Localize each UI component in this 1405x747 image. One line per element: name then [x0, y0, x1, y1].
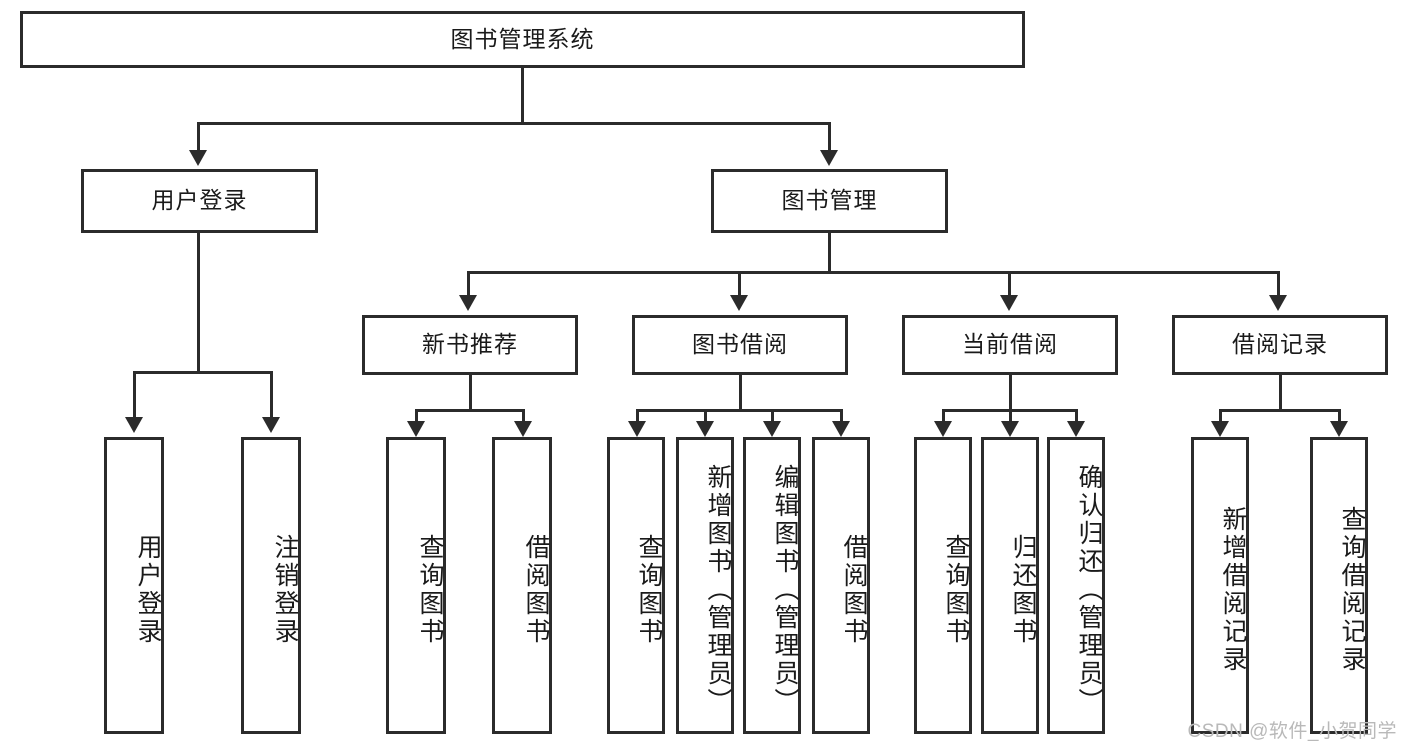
- connector-bm-drop-2: [738, 271, 741, 295]
- node-root[interactable]: 图书管理系统: [20, 11, 1025, 68]
- node-user-login[interactable]: 用户登录: [81, 169, 318, 233]
- leaf-borrow-book-2[interactable]: 借阅图书: [812, 437, 870, 734]
- connector-cb-drop-1: [942, 409, 945, 421]
- connector-cb-drop-3: [1075, 409, 1078, 421]
- arrowhead-leaf-query-book-2: [628, 421, 646, 437]
- connector-nbr-drop-2: [522, 409, 525, 421]
- connector-bb-stem: [739, 375, 742, 409]
- leaf-borrow-book-1-label: 借阅图书: [522, 533, 550, 646]
- connector-bb-drop-3: [771, 409, 774, 421]
- arrowhead-leaf-confirm-return: [1067, 421, 1085, 437]
- node-current-borrow-label: 当前借阅: [962, 331, 1058, 358]
- connector-bb-bus: [636, 409, 843, 412]
- arrowhead-leaf-add-book: [696, 421, 714, 437]
- connector-user-login-drop-1: [133, 371, 136, 417]
- connector-bb-drop-1: [636, 409, 639, 421]
- leaf-query-book-2-label: 查询图书: [635, 533, 663, 646]
- arrowhead-leaf-add-record: [1211, 421, 1229, 437]
- node-borrow-record[interactable]: 借阅记录: [1172, 315, 1388, 375]
- leaf-query-book-3[interactable]: 查询图书: [914, 437, 972, 734]
- connector-user-login-drop-2: [270, 371, 273, 417]
- connector-bb-drop-4: [840, 409, 843, 421]
- arrowhead-leaf-borrow-book-1: [514, 421, 532, 437]
- arrowhead-leaf-edit-book: [763, 421, 781, 437]
- arrowhead-book-manage: [820, 150, 838, 166]
- connector-root-bus: [197, 122, 831, 125]
- leaf-confirm-return-label: 确认归还（管理员）: [1075, 463, 1103, 716]
- leaf-edit-book[interactable]: 编辑图书（管理员）: [743, 437, 801, 734]
- leaf-add-book[interactable]: 新增图书（管理员）: [676, 437, 734, 734]
- arrowhead-current-borrow: [1000, 295, 1018, 311]
- arrowhead-leaf-query-record: [1330, 421, 1348, 437]
- connector-cb-stem: [1009, 375, 1012, 409]
- connector-book-manage-stem: [828, 233, 831, 271]
- connector-bb-drop-2: [704, 409, 707, 421]
- node-current-borrow[interactable]: 当前借阅: [902, 315, 1118, 375]
- connector-root-to-book-manage: [828, 122, 831, 150]
- arrowhead-user-login: [189, 150, 207, 166]
- connector-bm-drop-1: [467, 271, 470, 295]
- leaf-borrow-book-1[interactable]: 借阅图书: [492, 437, 552, 734]
- node-book-borrow[interactable]: 图书借阅: [632, 315, 848, 375]
- connector-cb-drop-2: [1009, 409, 1012, 421]
- arrowhead-leaf-user-logout: [262, 417, 280, 433]
- node-new-book-recommend-label: 新书推荐: [422, 331, 518, 358]
- arrowhead-borrow-record: [1269, 295, 1287, 311]
- connector-bm-drop-4: [1277, 271, 1280, 295]
- connector-user-login-bus: [133, 371, 272, 374]
- node-user-login-label: 用户登录: [151, 187, 248, 214]
- leaf-add-book-label: 新增图书（管理员）: [704, 463, 732, 716]
- leaf-user-login[interactable]: 用户登录: [104, 437, 164, 734]
- connector-br-stem: [1279, 375, 1282, 409]
- leaf-user-logout[interactable]: 注销登录: [241, 437, 301, 734]
- node-book-manage-label: 图书管理: [781, 187, 878, 214]
- arrowhead-new-book-recommend: [459, 295, 477, 311]
- connector-nbr-bus: [415, 409, 525, 412]
- leaf-user-login-label: 用户登录: [134, 533, 162, 646]
- node-book-manage[interactable]: 图书管理: [711, 169, 948, 233]
- leaf-add-record-label: 新增借阅记录: [1219, 505, 1247, 674]
- node-book-borrow-label: 图书借阅: [692, 331, 788, 358]
- leaf-query-record[interactable]: 查询借阅记录: [1310, 437, 1368, 734]
- leaf-query-book-1-label: 查询图书: [416, 533, 444, 646]
- arrowhead-leaf-return-book: [1001, 421, 1019, 437]
- leaf-query-book-3-label: 查询图书: [942, 533, 970, 646]
- arrowhead-leaf-borrow-book-2: [832, 421, 850, 437]
- leaf-add-record[interactable]: 新增借阅记录: [1191, 437, 1249, 734]
- connector-root-stem: [521, 68, 524, 122]
- leaf-query-book-2[interactable]: 查询图书: [607, 437, 665, 734]
- leaf-user-logout-label: 注销登录: [271, 533, 299, 646]
- connector-book-manage-bus: [467, 271, 1280, 274]
- leaf-borrow-book-2-label: 借阅图书: [840, 533, 868, 646]
- arrowhead-leaf-user-login: [125, 417, 143, 433]
- connector-root-to-user-login: [197, 122, 200, 150]
- connector-br-bus: [1219, 409, 1341, 412]
- leaf-confirm-return[interactable]: 确认归还（管理员）: [1047, 437, 1105, 734]
- arrowhead-leaf-query-book-1: [407, 421, 425, 437]
- connector-nbr-stem: [469, 375, 472, 409]
- watermark-text: CSDN @软件_小贺同学: [1187, 721, 1397, 742]
- leaf-return-book[interactable]: 归还图书: [981, 437, 1039, 734]
- leaf-query-record-label: 查询借阅记录: [1338, 505, 1366, 674]
- node-root-label: 图书管理系统: [450, 25, 595, 52]
- connector-bm-drop-3: [1008, 271, 1011, 295]
- leaf-query-book-1[interactable]: 查询图书: [386, 437, 446, 734]
- connector-br-drop-2: [1338, 409, 1341, 421]
- node-borrow-record-label: 借阅记录: [1232, 331, 1328, 358]
- connector-br-drop-1: [1219, 409, 1222, 421]
- connector-nbr-drop-1: [415, 409, 418, 421]
- arrowhead-book-borrow: [730, 295, 748, 311]
- leaf-return-book-label: 归还图书: [1009, 533, 1037, 646]
- leaf-edit-book-label: 编辑图书（管理员）: [771, 463, 799, 716]
- connector-user-login-stem: [197, 233, 200, 371]
- arrowhead-leaf-query-book-3: [934, 421, 952, 437]
- node-new-book-recommend[interactable]: 新书推荐: [362, 315, 578, 375]
